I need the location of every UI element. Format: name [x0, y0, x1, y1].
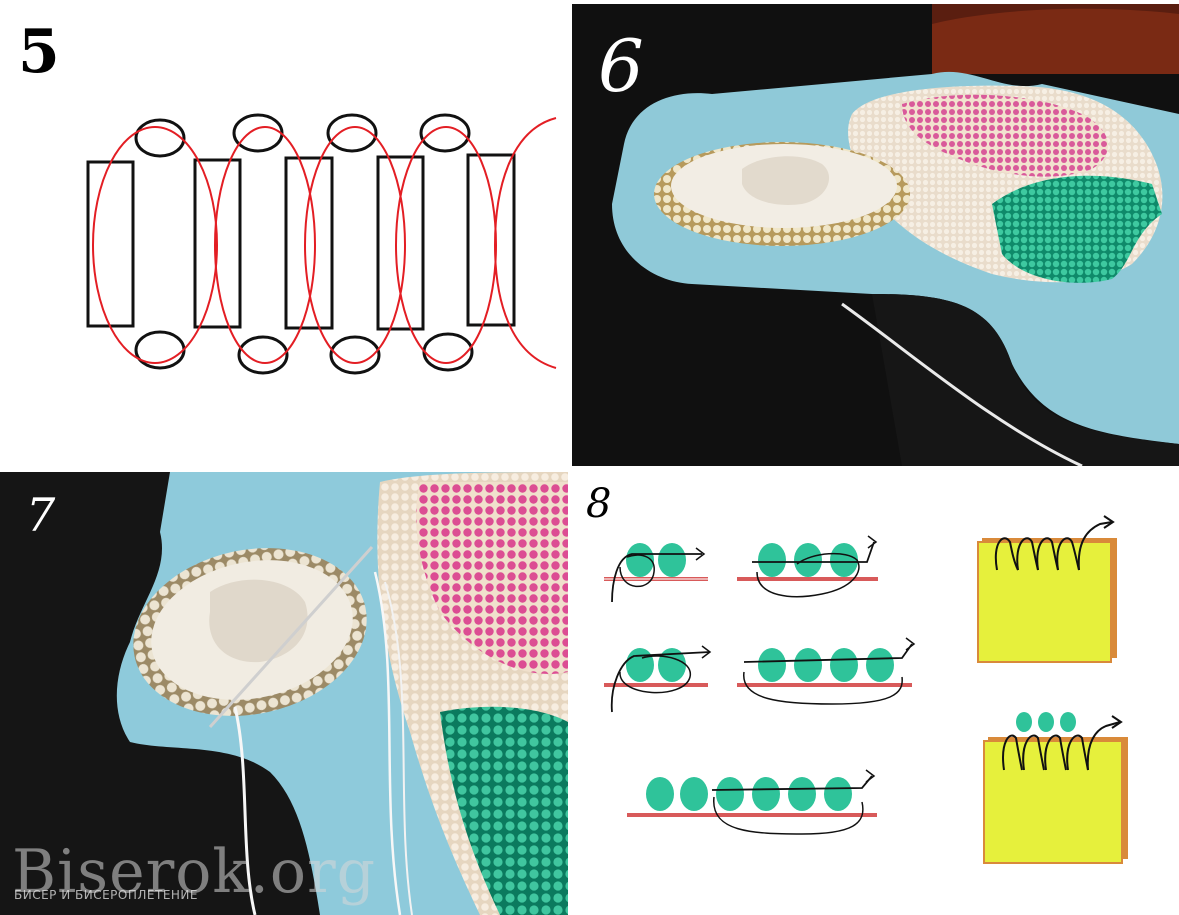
- leaf-pattern: [992, 175, 1162, 283]
- leaf-pattern: [440, 706, 568, 915]
- bottom-bead: [329, 335, 381, 375]
- panel-7-photo: 7 Biserok.org БИСЕР И БИСЕРОПЛЕТЕНИЕ: [0, 472, 568, 915]
- panel-6-photo: 6: [572, 4, 1179, 466]
- bottom-bead: [422, 332, 474, 372]
- long-bead: [466, 153, 516, 327]
- thread: [373, 571, 402, 915]
- needle: [208, 545, 374, 729]
- long-bead: [86, 160, 135, 328]
- thread-loop: [92, 126, 218, 364]
- panel-5-diagram: 5: [0, 0, 570, 470]
- backing-square-top: [977, 515, 1117, 663]
- top-bead: [326, 113, 378, 153]
- rose-pattern: [416, 482, 568, 674]
- top-bead: [232, 113, 284, 153]
- watermark-logo: Biserok.org: [12, 837, 377, 907]
- stitch-3-beads: [737, 535, 878, 598]
- stitch-4-beads: [737, 637, 916, 705]
- long-bead: [376, 155, 425, 331]
- long-bead: [284, 156, 334, 330]
- thread: [384, 581, 413, 915]
- panel-5-number: 5: [18, 17, 60, 87]
- top-bead: [134, 118, 186, 158]
- stitch-diagrams-8: [604, 515, 1128, 864]
- panel-8-diagram: 8: [572, 472, 1179, 915]
- bottom-bead: [237, 335, 289, 375]
- top-bead: [419, 113, 471, 153]
- cameo-photo-7: [0, 472, 568, 915]
- panel-7-number: 7: [26, 488, 56, 542]
- panel-6-number: 6: [598, 24, 644, 108]
- rose-pattern: [902, 94, 1109, 177]
- stitch-2-beads-b: [604, 645, 712, 713]
- watermark-subtitle: БИСЕР И БИСЕРОПЛЕТЕНИЕ: [14, 888, 198, 902]
- thread: [233, 706, 257, 915]
- thread-loop: [214, 126, 316, 364]
- bead-thread-diagram-5: [86, 113, 557, 375]
- stitch-2-beads-a: [604, 543, 708, 603]
- panel-8-number: 8: [586, 481, 612, 527]
- backing-square-bottom: [983, 712, 1128, 864]
- stitch-6-beads: [627, 769, 877, 835]
- long-bead: [193, 158, 242, 329]
- thread-tail: [493, 117, 557, 369]
- thread-loop: [395, 126, 497, 364]
- thread-loop: [304, 126, 406, 364]
- cameo-photo-6: [572, 4, 1179, 466]
